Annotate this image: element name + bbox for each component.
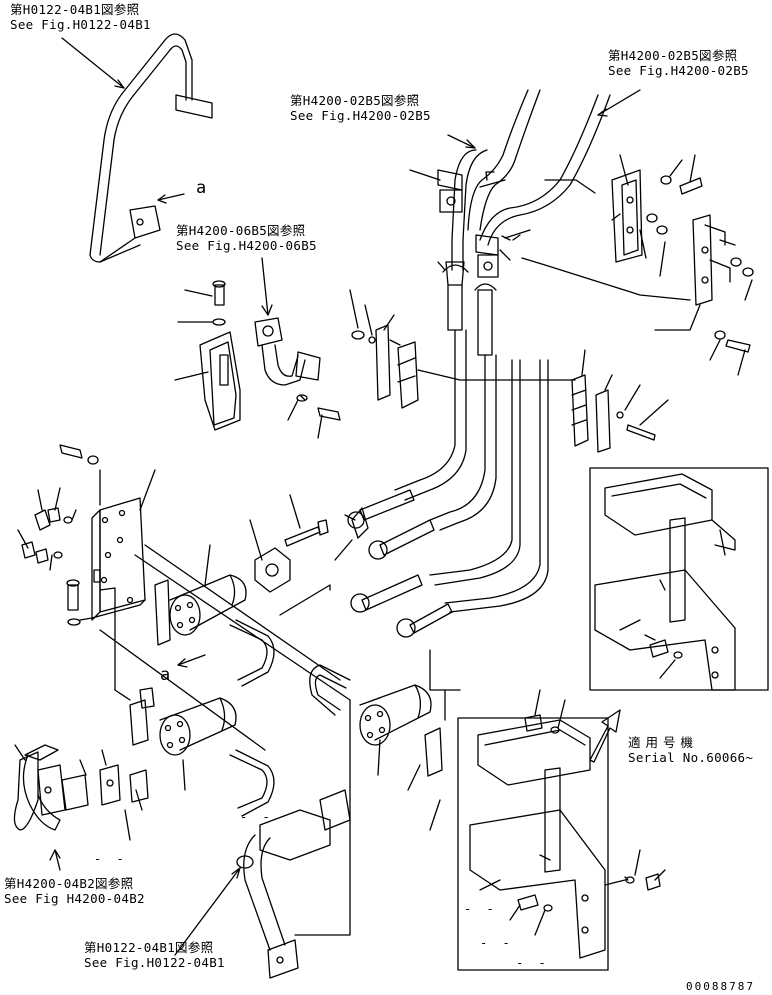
ref-mark-a-mid: a bbox=[160, 665, 171, 685]
callout-h4200-02b5-right: 第H4200-02B5図参照 See Fig.H4200-02B5 bbox=[608, 48, 749, 78]
bracket-06b5 bbox=[199, 280, 321, 431]
clamps-right bbox=[571, 374, 656, 453]
hose-assembly-center bbox=[437, 89, 611, 356]
ref-mark-a-top: a bbox=[196, 178, 207, 198]
drawing-part-number: 00088787 bbox=[686, 980, 755, 993]
callout-jp: 第H4200-06B5図参照 bbox=[176, 223, 306, 238]
callout-en: See Fig.H4200-02B5 bbox=[290, 108, 431, 123]
u-bolts bbox=[229, 619, 351, 817]
callout-h0122-top: 第H0122-04B1図参照 See Fig.H0122-04B1 bbox=[10, 2, 151, 32]
callout-en: Serial No.60066~ bbox=[628, 750, 754, 765]
arrow-a-top bbox=[157, 193, 185, 201]
detail-box-lower bbox=[457, 717, 609, 971]
callout-jp: 第H0122-04B1図参照 bbox=[84, 940, 214, 955]
callout-h4200-04b2: 第H4200-04B2図参照 See Fig H4200-04B2 bbox=[4, 876, 145, 906]
handrail-top bbox=[89, 33, 213, 263]
callout-serial: 適用号機 Serial No.60066~ bbox=[628, 735, 753, 765]
accumulator-upper bbox=[154, 574, 247, 646]
hose-fittings bbox=[347, 489, 453, 638]
support-bracket-lower bbox=[469, 714, 606, 959]
callout-h4200-06b5: 第H4200-06B5図参照 See Fig.H4200-06B5 bbox=[176, 223, 317, 253]
detail-box-upper bbox=[589, 467, 769, 691]
arrow-serial bbox=[589, 709, 621, 763]
callout-jp: 第H4200-02B5図参照 bbox=[290, 93, 420, 108]
dash-mark: - - bbox=[240, 810, 274, 824]
dash-mark: - - bbox=[94, 852, 128, 866]
callout-jp: 第H4200-02B5図参照 bbox=[608, 48, 738, 63]
dash-mark: - - bbox=[464, 902, 498, 916]
connector-04b2 bbox=[13, 744, 149, 831]
pipe-lower bbox=[236, 789, 351, 979]
bracket-plates-right bbox=[611, 169, 754, 353]
callout-jp: 第H0122-04B1図参照 bbox=[10, 2, 140, 17]
dash-mark: - - bbox=[480, 936, 514, 950]
dash-mark: - - bbox=[516, 956, 550, 970]
callout-h0122-bottom: 第H0122-04B1図参照 See Fig.H0122-04B1 bbox=[84, 940, 225, 970]
clamps-center bbox=[351, 324, 419, 409]
callout-en: See Fig.H0122-04B1 bbox=[10, 17, 151, 32]
accumulator-lower bbox=[129, 697, 237, 756]
callout-en: See Fig.H0122-04B1 bbox=[84, 955, 225, 970]
accumulator-right bbox=[359, 684, 443, 777]
callout-en: See Fig H4200-04B2 bbox=[4, 891, 145, 906]
mounting-plate-left bbox=[79, 497, 146, 621]
callout-jp: 第H4200-04B2図参照 bbox=[4, 876, 134, 891]
callout-jp: 適用号機 bbox=[628, 735, 699, 750]
callout-en: See Fig.H4200-02B5 bbox=[608, 63, 749, 78]
support-bracket-upper bbox=[594, 473, 736, 691]
callout-h4200-02b5-mid: 第H4200-02B5図参照 See Fig.H4200-02B5 bbox=[290, 93, 431, 123]
callout-en: See Fig.H4200-06B5 bbox=[176, 238, 317, 253]
